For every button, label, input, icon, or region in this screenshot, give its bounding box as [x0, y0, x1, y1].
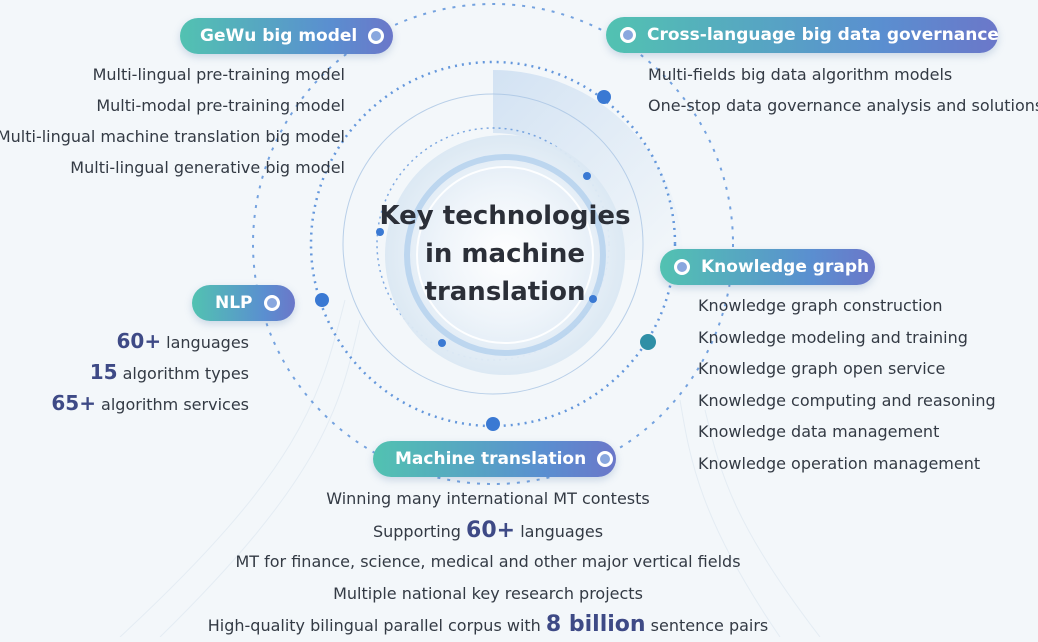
gewu-item: Multi-lingual pre-training model: [92, 65, 345, 84]
knowledge-graph-item: Knowledge graph construction: [698, 296, 943, 315]
ring-dot-icon: [263, 295, 280, 311]
nlp-item-number: 65+: [51, 391, 96, 415]
knowledge-graph-item: Knowledge graph open service: [698, 359, 946, 379]
cross-language-title: Cross-language big data governance: [647, 25, 999, 45]
nlp-item-text: algorithm services: [95, 395, 249, 414]
mt-item: Supporting 60+ languages: [372, 517, 604, 543]
center-ring: [404, 154, 606, 356]
mt-item: MT for finance, science, medical and oth…: [235, 552, 741, 571]
mt-item: Winning many international MT contests: [326, 489, 650, 508]
knowledge-graph-item: Knowledge computing and reasoning: [698, 390, 996, 410]
nlp-item-text: algorithm types: [117, 364, 249, 383]
nlp-item: 15 algorithm types: [51, 357, 249, 388]
cross-language-list: Multi-fields big data algorithm models O…: [648, 59, 1038, 121]
mt-item: High-quality bilingual parallel corpus w…: [207, 612, 769, 637]
background-streaks: [119, 299, 821, 637]
knowledge-graph-title: Knowledge graph: [701, 257, 870, 277]
mt-item: Multiple national key research projects: [333, 583, 643, 603]
cross-language-item: Multi-fields big data algorithm models: [648, 65, 953, 84]
arc-band: [493, 70, 683, 260]
knowledge-graph-item: Knowledge data management: [698, 422, 940, 442]
cross-language-item: One-stop data governance analysis and so…: [648, 96, 1038, 115]
knowledge-graph-item: Knowledge operation management: [698, 453, 981, 473]
gewu-title: GeWu big model: [200, 26, 358, 46]
machine-translation-pill[interactable]: Machine translation: [373, 441, 616, 477]
ring-dot-icon: [620, 27, 636, 43]
nlp-item: 60+ languages: [51, 326, 249, 357]
knowledge-graph-list: Knowledge graph construction Knowledge m…: [698, 290, 996, 480]
center-title: Key technologies in machine translation: [340, 197, 670, 311]
machine-translation-title: Machine translation: [395, 449, 587, 469]
outer-orbit: [252, 3, 734, 485]
center-title-line-1: Key technologies: [379, 201, 631, 231]
gewu-item: Multi-lingual generative big model: [70, 158, 345, 177]
nlp-title: NLP: [215, 293, 253, 313]
nlp-pill[interactable]: NLP: [192, 285, 295, 321]
nlp-item-number: 15: [89, 360, 118, 384]
gewu-item: Multi-modal pre-training model: [96, 96, 345, 115]
mt-item-number: 8 billion: [545, 612, 646, 637]
nlp-list: 60+ languages 15 algorithm types 65+ alg…: [51, 326, 249, 419]
machine-translation-list: Winning many international MT contests S…: [188, 483, 788, 641]
gewu-pill[interactable]: GeWu big model: [180, 18, 393, 54]
nlp-item-number: 60+: [116, 329, 162, 353]
mt-item-number: 60+: [466, 517, 516, 543]
center-title-line-3: translation: [424, 277, 586, 307]
nlp-item-text: languages: [161, 333, 249, 352]
cross-language-pill[interactable]: Cross-language big data governance: [606, 17, 999, 53]
nlp-item: 65+ algorithm services: [51, 388, 249, 419]
ring-dot-icon: [674, 259, 690, 275]
knowledge-graph-pill[interactable]: Knowledge graph: [660, 249, 875, 285]
ring-dot-icon: [368, 28, 385, 44]
knowledge-graph-item: Knowledge modeling and training: [698, 327, 968, 347]
gewu-list: Multi-lingual pre-training model Multi-m…: [0, 59, 345, 183]
orbit-3: [342, 93, 644, 395]
center-title-line-2: in machine: [424, 239, 586, 269]
orbit-dots: [315, 90, 656, 431]
orbit-2: [309, 60, 677, 428]
gewu-item: Multi-lingual machine translation big mo…: [0, 127, 345, 146]
center-disc: [385, 135, 625, 375]
ring-dot-icon: [597, 451, 614, 467]
